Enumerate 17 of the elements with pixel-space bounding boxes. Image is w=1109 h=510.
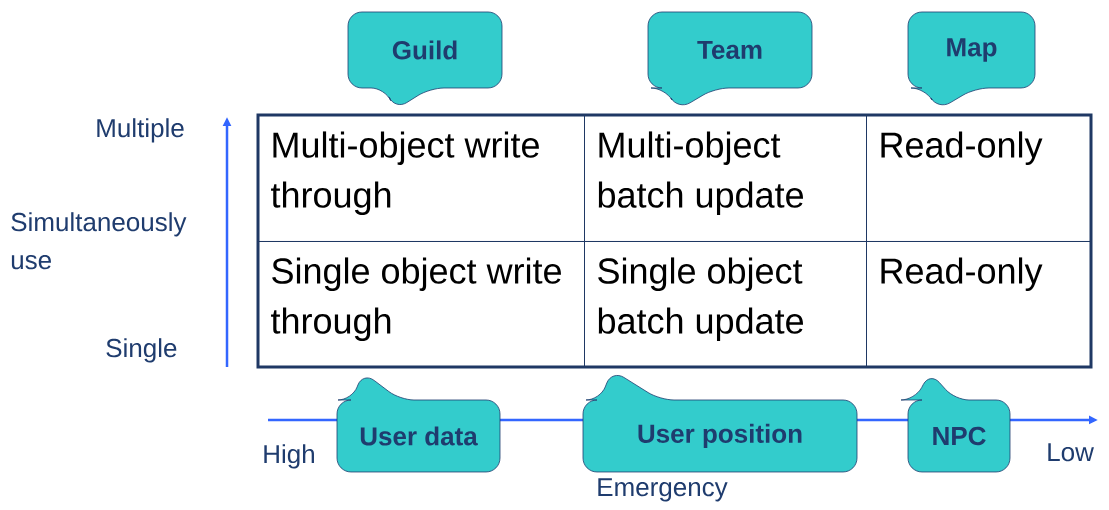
speech-bubble: Map xyxy=(907,11,1036,106)
speech-bubble: NPC xyxy=(900,378,1011,473)
axis-label: Simultaneously use xyxy=(11,212,187,270)
table-cell: Single object batch update xyxy=(584,241,867,368)
speech-bubble: User data xyxy=(336,377,501,473)
axis-label: Single xyxy=(106,338,177,363)
axis-label: Low xyxy=(1048,443,1094,462)
table-cell: Read-only xyxy=(866,115,1092,242)
axis-label: Multiple xyxy=(97,118,184,143)
table-cell: Single object write through xyxy=(258,241,585,368)
table-cell: Multi-object batch update xyxy=(584,115,867,242)
node-label: Multi-object write through xyxy=(271,131,539,215)
table-cell: Read-only xyxy=(866,241,1092,368)
speech-bubble: Team xyxy=(647,11,813,106)
axis-label: High xyxy=(264,444,314,469)
speech-bubble: Guild xyxy=(347,11,503,105)
speech-bubble: User position xyxy=(582,375,858,473)
